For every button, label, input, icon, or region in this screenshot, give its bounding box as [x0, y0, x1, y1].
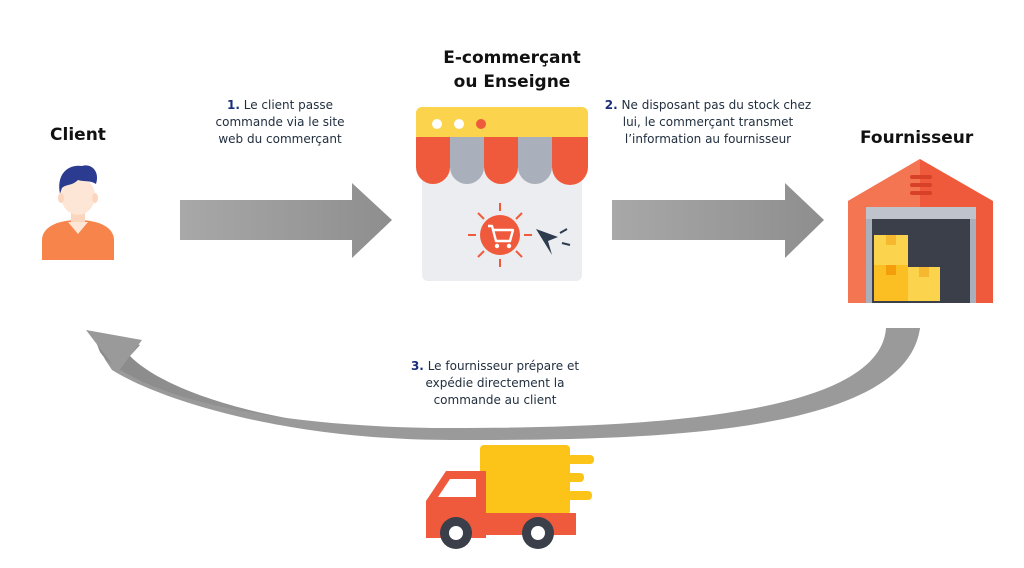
step-3-line3: commande au client: [433, 393, 557, 407]
supplier-title: Fournisseur: [860, 128, 974, 148]
step-1-line2: commande via le site: [215, 115, 345, 129]
step-2-number: 2.: [604, 98, 618, 112]
step-3-text: 3. Le fournisseur prépare et expédie dir…: [400, 358, 590, 409]
storefront-icon: [416, 107, 588, 281]
step-1-number: 1.: [226, 98, 240, 112]
delivery-truck-icon: [426, 445, 594, 549]
merchant-title: E-commerçant ou Enseigne: [412, 46, 612, 94]
shopping-cart-icon: [468, 203, 532, 267]
box-icon: [874, 235, 940, 301]
cursor-icon: [536, 228, 571, 255]
merchant-title-line2: ou Enseigne: [453, 72, 571, 92]
step-3-line2: expédie directement la: [425, 376, 565, 390]
person-icon: [42, 165, 114, 260]
step-2-text: 2. Ne disposant pas du stock chez lui, l…: [602, 97, 814, 148]
step-3-number: 3.: [410, 359, 424, 373]
step-1-text: 1. Le client passe commande via le site …: [205, 97, 355, 148]
merchant-title-line1: E-commerçant: [443, 48, 581, 68]
step-1-line3: web du commerçant: [218, 132, 342, 146]
step-2-line3: l’information au fournisseur: [624, 132, 792, 146]
step-2-line2: lui, le commerçant transmet: [622, 115, 794, 129]
step-2-line1: Ne disposant pas du stock chez: [621, 98, 812, 112]
step-3-line1: Le fournisseur prépare et: [427, 359, 580, 373]
client-title: Client: [50, 125, 106, 145]
step-1-line1: Le client passe: [243, 98, 334, 112]
warehouse-icon: [848, 159, 993, 303]
